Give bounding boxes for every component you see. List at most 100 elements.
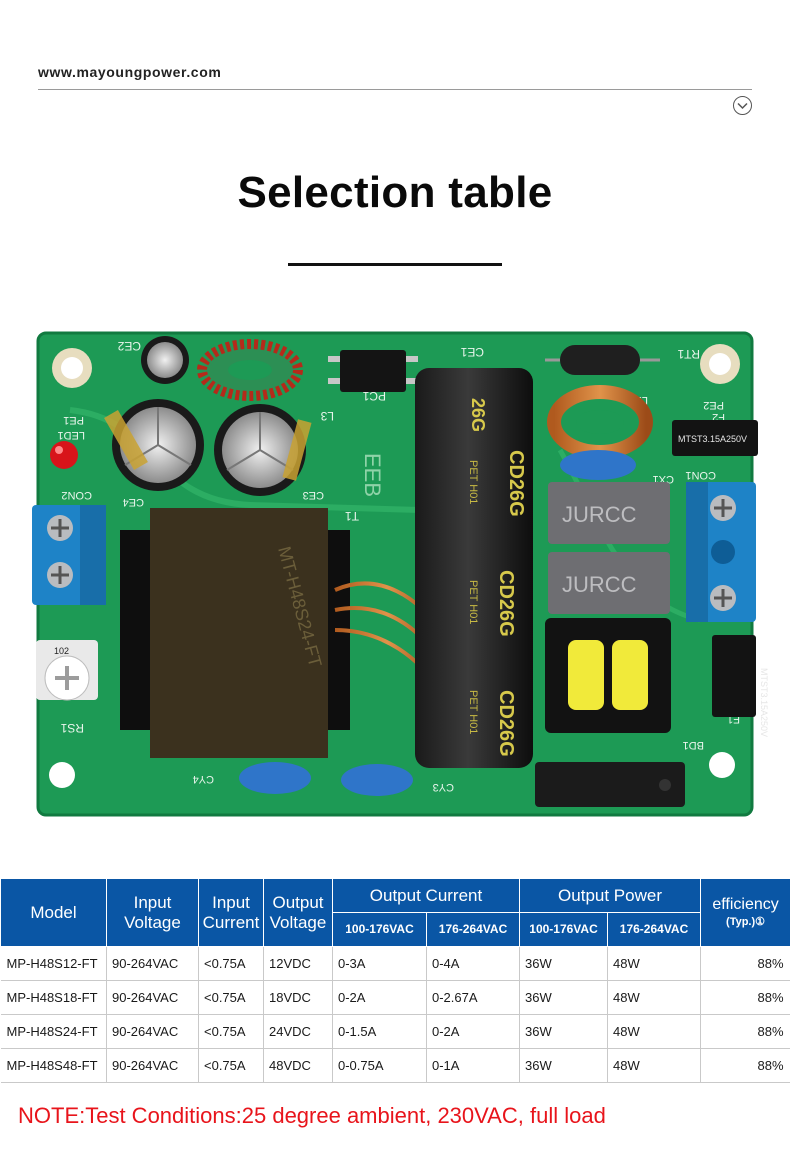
fuse-f2: MTST3.15A250V [672, 420, 758, 456]
silk-cy3: CY3 [433, 781, 454, 793]
silk-con2: CON2 [61, 489, 92, 501]
cap-marking: CD26G [495, 690, 517, 757]
cell-output-voltage: 48VDC [263, 1048, 333, 1083]
transformer-t1: MT-H48S24-FT [120, 508, 442, 758]
silk-pe2: PE2 [703, 399, 724, 411]
fuse-f1: MTST3.15A250V [712, 635, 769, 737]
silk-l3: L3 [320, 409, 334, 423]
cell-current-high: 0-1A [426, 1048, 521, 1083]
cell-current-low: 0-3A [332, 946, 427, 981]
cell-efficiency: 88% [700, 1048, 790, 1083]
selection-table: Model Input Voltage Input Current Output… [0, 878, 790, 1083]
cell-input-voltage: 90-264VAC [106, 1048, 199, 1083]
subheader-current-high: 176-264VAC [425, 912, 521, 947]
table-row: MP-H48S18-FT 90-264VAC <0.75A 18VDC 0-2A… [0, 980, 790, 1015]
silk-cy4: CY4 [193, 773, 214, 785]
cell-model: MP-H48S24-FT [0, 1014, 107, 1049]
table-row: MP-H48S12-FT 90-264VAC <0.75A 12VDC 0-3A… [0, 946, 790, 981]
header-output-voltage: Output Voltage [263, 878, 333, 947]
cell-power-high: 48W [607, 1014, 702, 1049]
cell-input-current: <0.75A [198, 980, 264, 1015]
mounting-hole [52, 348, 92, 388]
inductor-l3 [197, 339, 303, 401]
header-efficiency: efficiency (Typ.)① [700, 878, 790, 947]
cell-current-high: 0-2A [426, 1014, 521, 1049]
terminal-block-con2 [32, 505, 106, 605]
cell-power-low: 36W [519, 1014, 609, 1049]
cell-current-high: 0-4A [426, 946, 521, 981]
subheader-power-low: 100-176VAC [519, 912, 609, 947]
header-input-current: Input Current [198, 878, 264, 947]
cell-model: MP-H48S48-FT [0, 1048, 107, 1083]
cell-input-voltage: 90-264VAC [106, 946, 199, 981]
silk-t1: T1 [345, 509, 359, 523]
subheader-power-high: 176-264VAC [607, 912, 702, 947]
silk-led1: LED1 [57, 429, 85, 441]
silk-pe1: PE1 [63, 414, 84, 426]
header-efficiency-typ: (Typ.)① [726, 916, 766, 929]
site-url: www.mayoungpower.com [38, 64, 222, 80]
cell-power-high: 48W [607, 980, 702, 1015]
silk-ce4: CE4 [123, 496, 144, 508]
cell-current-low: 0-1.5A [332, 1014, 427, 1049]
cell-current-low: 0-0.75A [332, 1048, 427, 1083]
x-capacitor-jurcc: JURCC [548, 552, 670, 614]
scroll-down-button[interactable] [733, 96, 752, 115]
cell-model: MP-H48S12-FT [0, 946, 107, 981]
x-capacitor-jurcc: JURCC [548, 482, 670, 544]
silk-con1: CON1 [685, 469, 716, 481]
fuse-marking: MTST3.15A250V [678, 434, 747, 444]
table-row: MP-H48S24-FT 90-264VAC <0.75A 24VDC 0-1.… [0, 1014, 790, 1049]
cap-marking: CD26G [495, 570, 517, 637]
table-row: MP-H48S48-FT 90-264VAC <0.75A 48VDC 0-0.… [0, 1048, 790, 1083]
x-cap-marking: JURCC [562, 502, 637, 527]
silk-ce1: CE1 [460, 345, 484, 359]
bulk-capacitor-ce1: 26G CD26G CD26G CD26G PET H01 PET H01 PE… [415, 368, 533, 768]
cell-input-voltage: 90-264VAC [106, 1014, 199, 1049]
cell-efficiency: 88% [700, 980, 790, 1015]
pot-marking: 102 [54, 646, 69, 656]
mounting-hole [709, 752, 735, 778]
header-input-voltage: Input Voltage [106, 878, 199, 947]
optocoupler-pc1 [328, 350, 418, 392]
potentiometer-rs1: 102 [36, 640, 98, 701]
led-component [50, 441, 78, 469]
header-output-current: Output Current [331, 878, 521, 913]
cell-efficiency: 88% [700, 946, 790, 981]
cell-current-low: 0-2A [332, 980, 427, 1015]
title-underline [288, 263, 502, 266]
silk-bd1: BD1 [683, 739, 704, 751]
cell-current-high: 0-2.67A [426, 980, 521, 1015]
header-efficiency-label: efficiency [712, 895, 779, 913]
cap-rating: PET H01 [467, 460, 479, 504]
bridge-rectifier-bd1 [535, 762, 685, 807]
cap-marking: CD26G [505, 450, 527, 517]
test-conditions-note: NOTE:Test Conditions:25 degree ambient, … [18, 1103, 606, 1128]
common-mode-choke [545, 618, 671, 733]
cell-power-low: 36W [519, 1048, 609, 1083]
header-model: Model [0, 878, 107, 947]
y-capacitor-cy4 [239, 762, 311, 794]
cell-input-current: <0.75A [198, 1048, 264, 1083]
terminal-block-con1 [686, 482, 756, 622]
mounting-hole [49, 762, 75, 788]
cap-rating: PET H01 [467, 690, 479, 734]
cell-input-current: <0.75A [198, 946, 264, 981]
fuse-marking: MTST3.15A250V [759, 668, 769, 737]
silk-rs1: RS1 [60, 721, 84, 735]
header-divider [38, 89, 752, 90]
x-cap-marking: JURCC [562, 572, 637, 597]
cell-power-high: 48W [607, 1048, 702, 1083]
thermistor-rt1 [545, 345, 660, 375]
product-photo: CE2 CE1 PC1 RT1 LED1 PE1 L3 L1 PE2 F2 CX… [32, 331, 769, 817]
cell-power-low: 36W [519, 946, 609, 981]
cell-power-high: 48W [607, 946, 702, 981]
chevron-down-icon [737, 102, 748, 109]
cell-model: MP-H48S18-FT [0, 980, 107, 1015]
capacitor-ce3 [214, 404, 312, 496]
silk-pc1: PC1 [362, 389, 386, 403]
silk-rt1: RT1 [677, 347, 700, 361]
silk-ce2: CE2 [117, 339, 141, 353]
cap-rating: PET H01 [467, 580, 479, 624]
subheader-current-low: 100-176VAC [332, 912, 427, 947]
